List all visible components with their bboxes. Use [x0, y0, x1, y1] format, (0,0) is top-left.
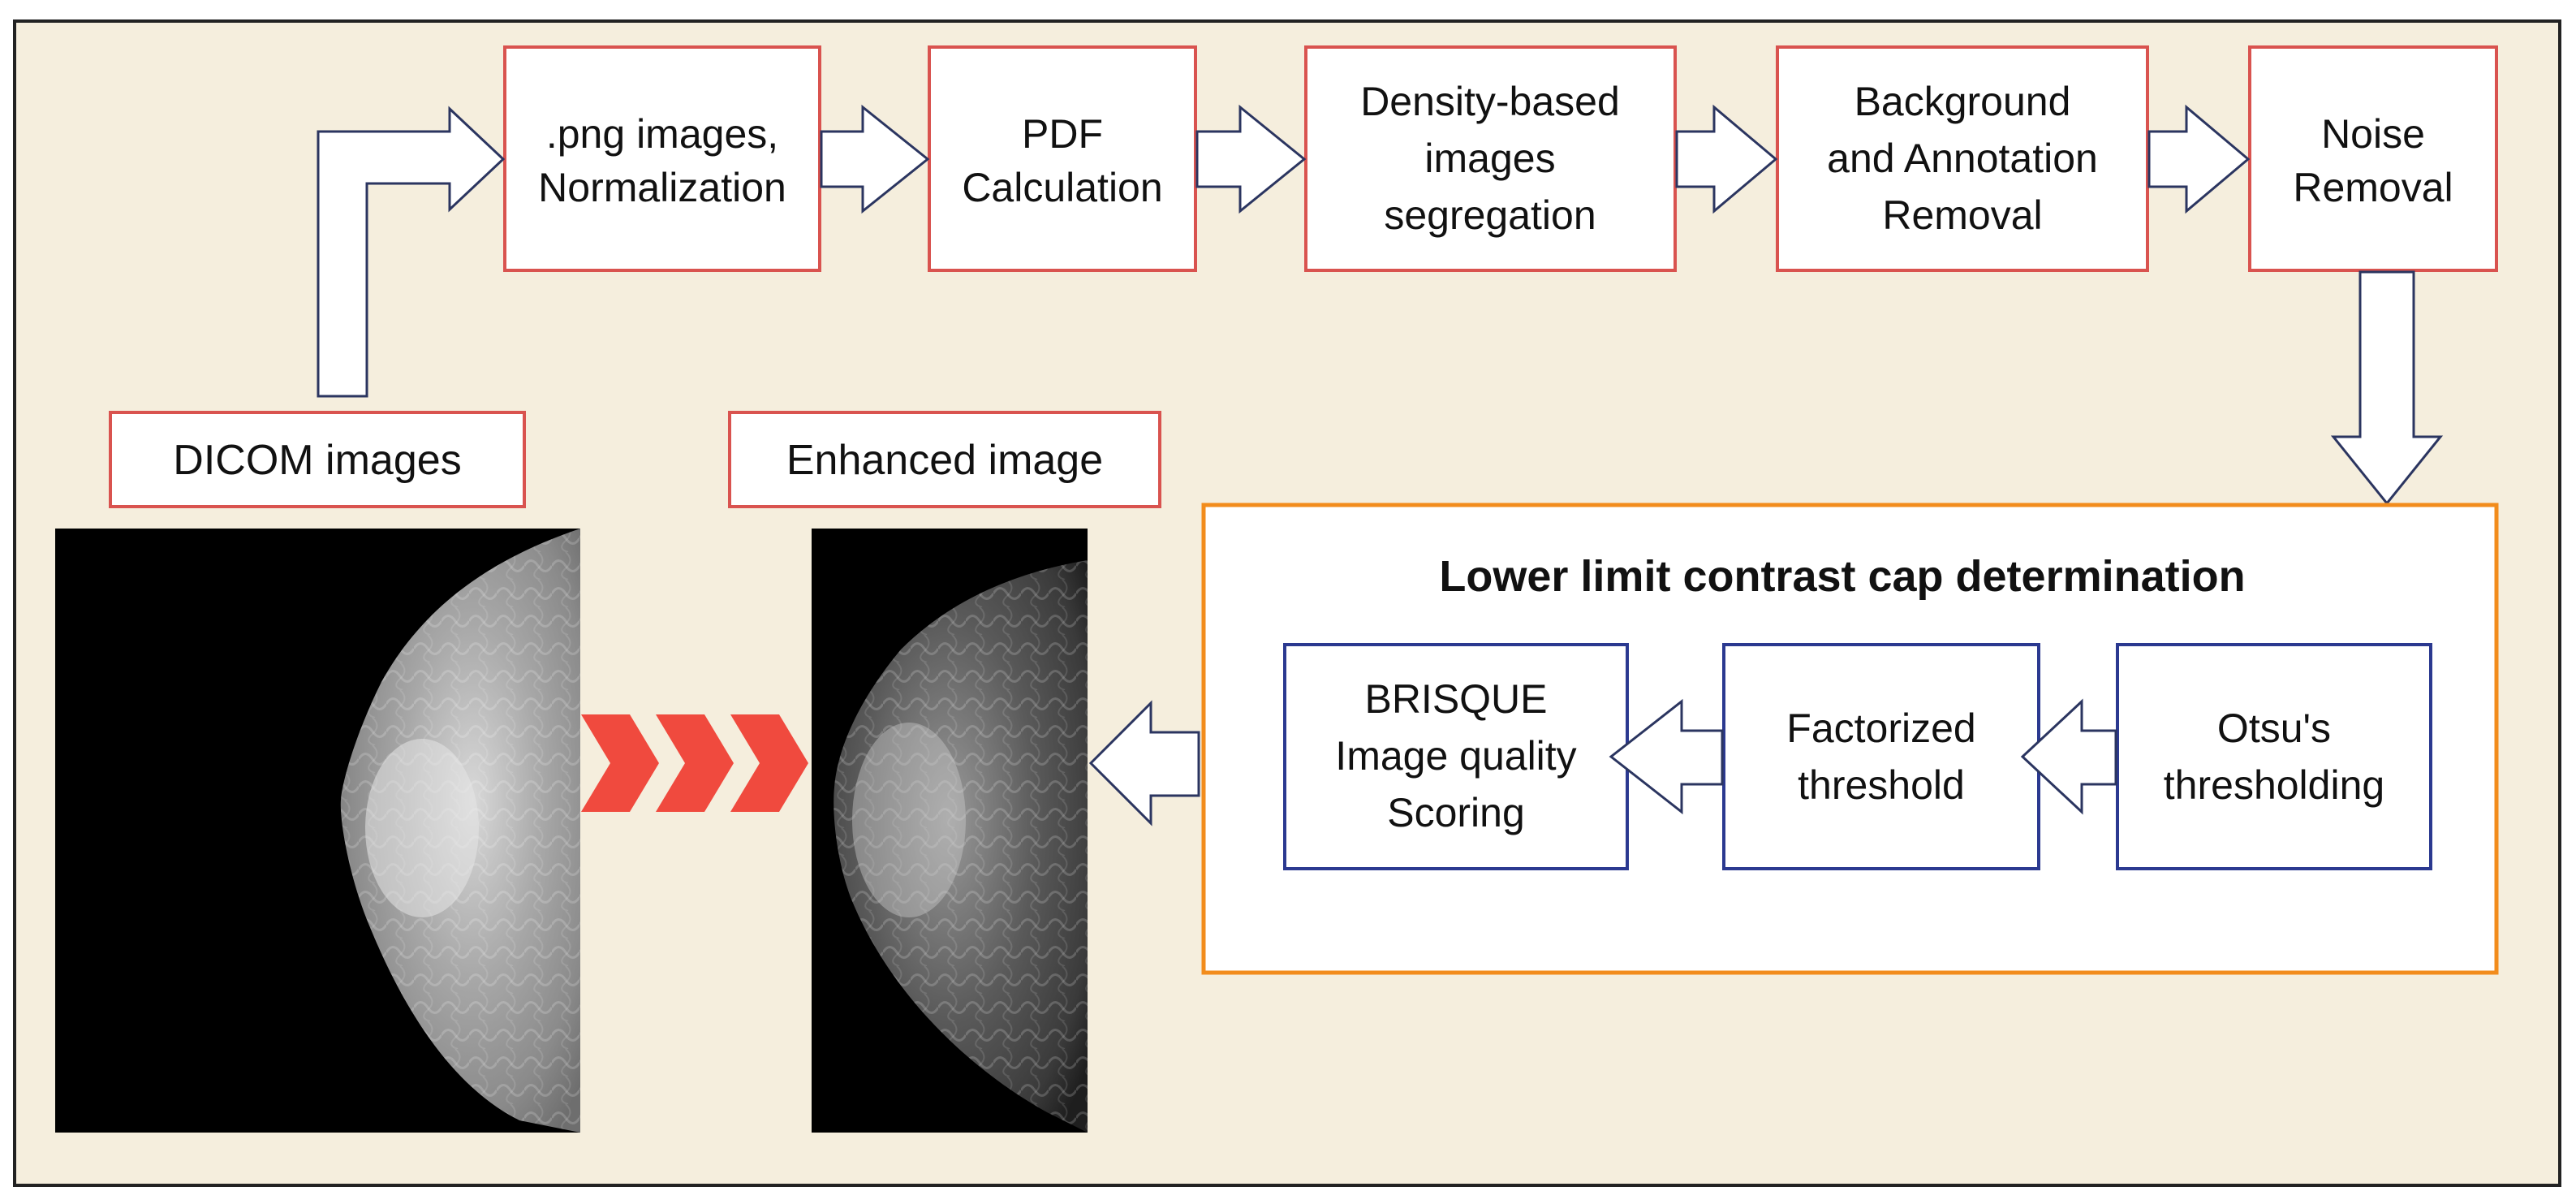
pipeline-arrows [317, 104, 2444, 826]
pipeline-row: .png images, Normalization PDF Calculati… [503, 45, 2498, 272]
down-arrow-icon [2330, 270, 2444, 506]
step-box [2248, 45, 2498, 272]
dicom-label: DICOM images [109, 411, 526, 508]
step-box [1722, 643, 2040, 870]
dense-region [365, 739, 479, 917]
block-arrow-icon [1195, 104, 1307, 214]
step-density-line-1: Density-based [1360, 79, 1620, 124]
step-background-line-3: Removal [1882, 192, 2042, 238]
block-arrow-icon [1675, 104, 1778, 214]
elbow-arrow-icon [317, 106, 506, 398]
step-box [928, 45, 1197, 272]
step-background-line-2: and Annotation [1827, 136, 2098, 181]
left-arrow-icon [1609, 698, 1724, 815]
left-arrow-icon [1088, 700, 1200, 826]
step-otsu-thresholding: Otsu's thresholding [2116, 643, 2432, 870]
step-otsu-line-2: thresholding [2164, 762, 2384, 808]
breast-texture [834, 560, 1088, 1133]
contrast-cap-title: Lower limit contrast cap determination [1439, 552, 2245, 601]
step-factorized-line-1: Factorized [1786, 706, 1975, 751]
step-factorized-threshold: Factorized threshold [1722, 643, 2040, 870]
contrast-cap-panel: Lower limit contrast cap determination B… [1201, 503, 2499, 975]
step-png-line-1: .png images, [546, 111, 778, 157]
step-noise-line-1: Noise [2321, 111, 2425, 157]
dicom-label-box [109, 411, 526, 508]
step-box [1283, 643, 1629, 870]
step-pdf-calculation: PDF Calculation [928, 45, 1197, 272]
step-brisque-scoring: BRISQUE Image quality Scoring [1283, 643, 1629, 870]
step-box [1776, 45, 2149, 272]
step-brisque-line-2: Image quality [1335, 733, 1576, 779]
step-box [1304, 45, 1677, 272]
step-brisque-line-3: Scoring [1387, 790, 1525, 835]
step-noise-removal: Noise Removal [2248, 45, 2498, 272]
dense-region [852, 723, 966, 917]
step-density-line-3: segregation [1384, 192, 1596, 238]
cap-arrows [1609, 698, 2117, 815]
chevron-2 [656, 714, 734, 812]
step-box [2116, 643, 2432, 870]
dicom-label-text: DICOM images [173, 437, 461, 484]
step-density-line-2: images [1424, 136, 1555, 181]
step-pdf-line-2: Calculation [962, 165, 1162, 210]
step-pdf-line-1: PDF [1022, 111, 1103, 157]
step-otsu-line-1: Otsu's [2217, 706, 2331, 751]
step-density-segregation: Density-based images segregation [1304, 45, 1677, 272]
block-arrow-icon [2147, 104, 2251, 214]
chevron-3 [730, 714, 808, 812]
triple-chevron-right-icon [581, 714, 808, 812]
step-brisque-line-1: BRISQUE [1364, 676, 1547, 722]
block-arrow-icon [820, 104, 930, 214]
left-arrow-icon [2020, 698, 2117, 815]
enhanced-mammogram-image [812, 529, 1088, 1133]
step-factorized-line-2: threshold [1798, 762, 1965, 808]
step-box [503, 45, 821, 272]
chevron-1 [581, 714, 659, 812]
enhanced-label: Enhanced image [728, 411, 1161, 508]
enhanced-label-box [728, 411, 1161, 508]
step-png-line-2: Normalization [538, 165, 786, 210]
enhanced-label-text: Enhanced image [786, 437, 1103, 484]
step-noise-line-2: Removal [2293, 165, 2453, 210]
step-background-annotation-removal: Background and Annotation Removal [1776, 45, 2149, 272]
dicom-mammogram-image [55, 529, 580, 1133]
step-background-line-1: Background [1854, 79, 2071, 124]
step-png-normalization: .png images, Normalization [503, 45, 821, 272]
